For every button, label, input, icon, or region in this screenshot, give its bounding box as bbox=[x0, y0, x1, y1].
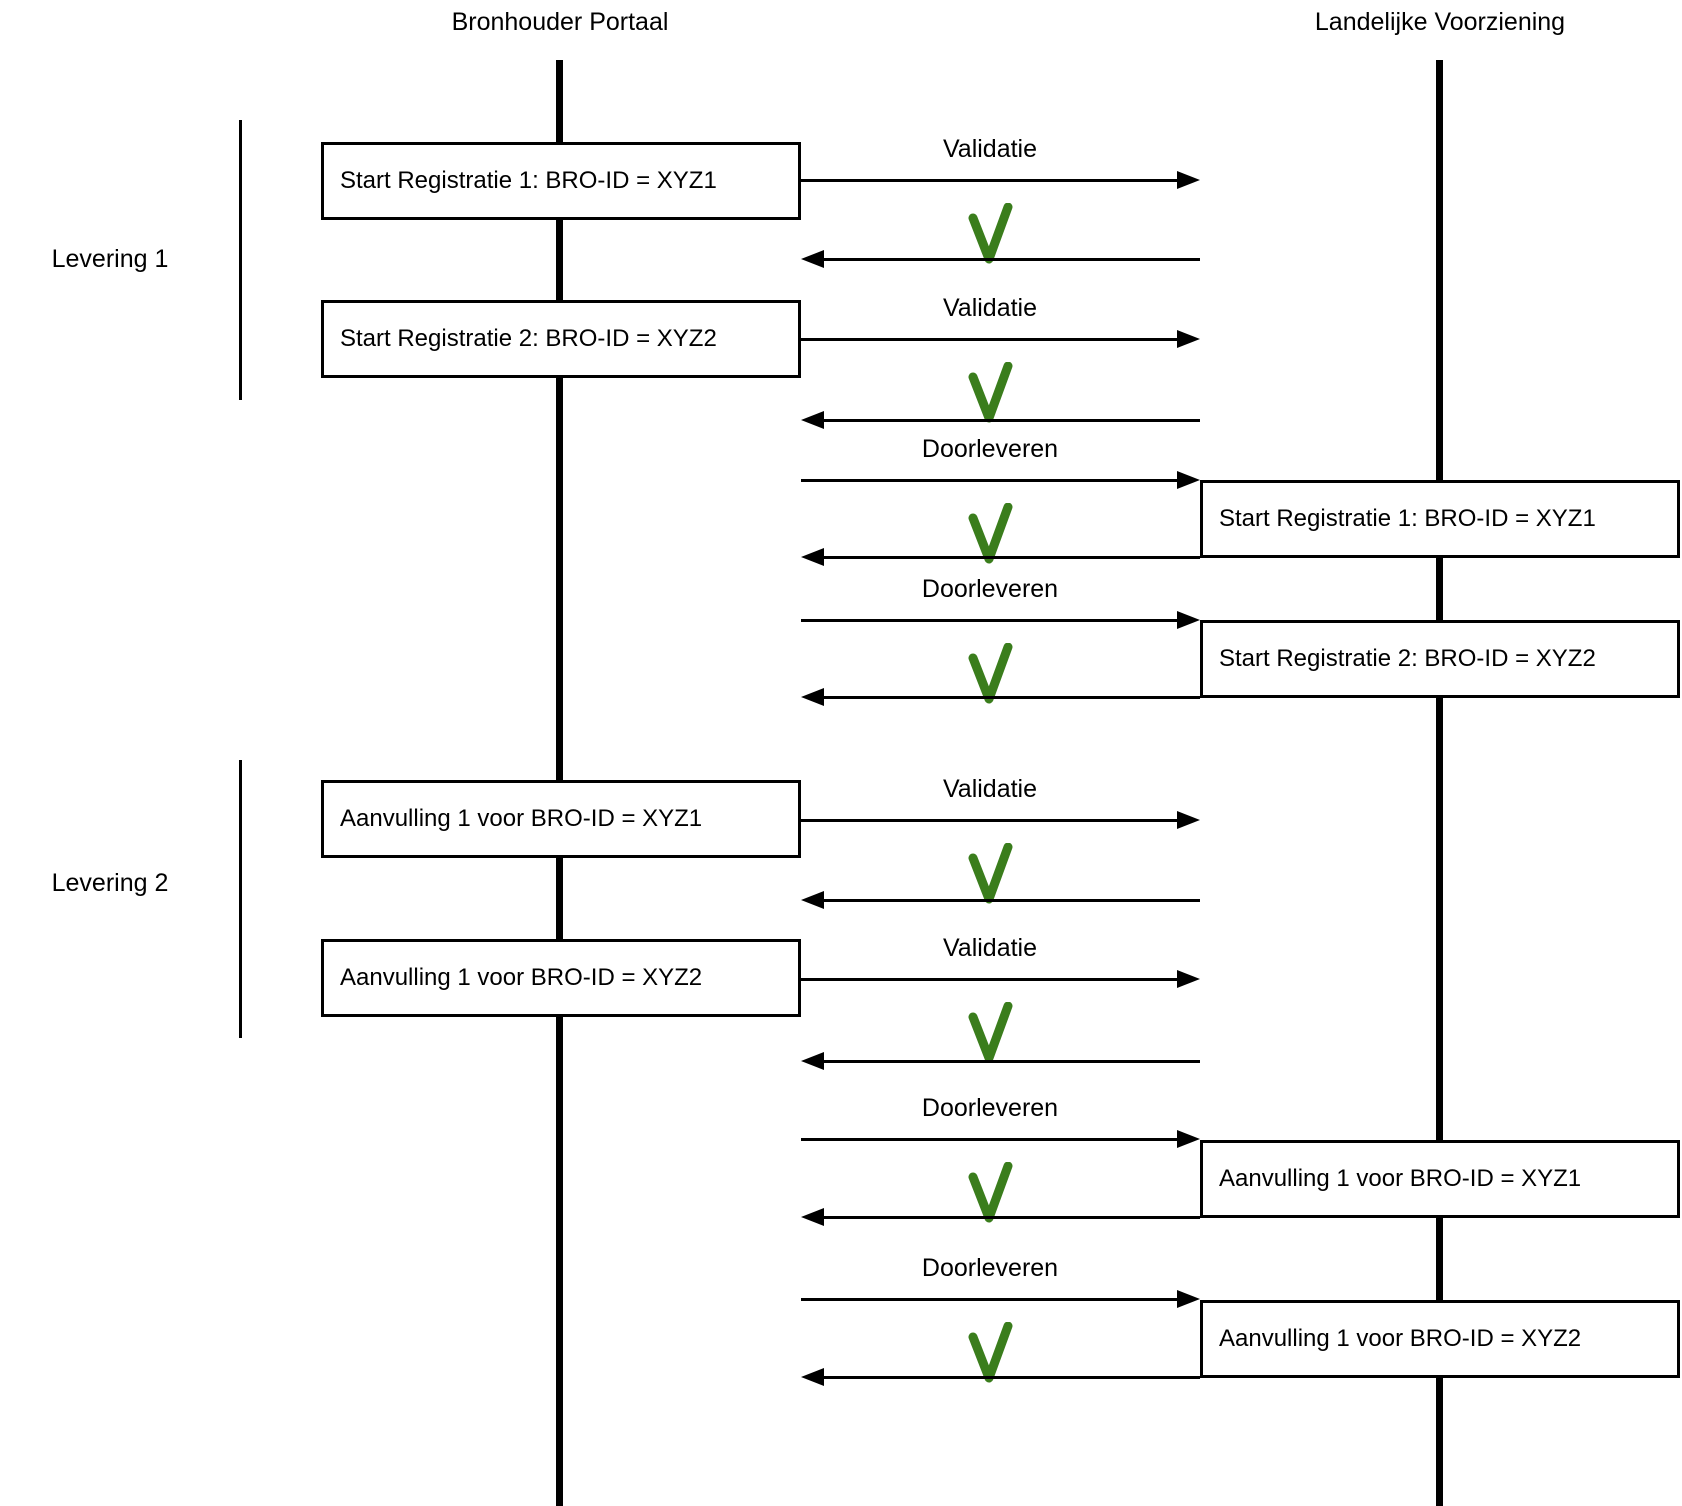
message-label: Doorleveren bbox=[921, 1254, 1059, 1282]
message-label: Validatie bbox=[942, 934, 1038, 962]
message-label: Validatie bbox=[942, 294, 1038, 322]
portal-message-box: Start Registratie 2: BRO-ID = XYZ2 bbox=[321, 300, 801, 378]
request-arrow bbox=[801, 811, 1200, 829]
check-icon bbox=[968, 503, 1013, 564]
lifeline-landelijke-voorziening bbox=[1436, 60, 1443, 1506]
lv-message-box: Aanvulling 1 voor BRO-ID = XYZ2 bbox=[1200, 1300, 1680, 1378]
levering-1-label: Levering 1 bbox=[51, 245, 169, 273]
request-arrow bbox=[801, 1130, 1200, 1148]
response-arrow bbox=[801, 1052, 1200, 1070]
request-arrow bbox=[801, 611, 1200, 629]
portal-message-box: Start Registratie 1: BRO-ID = XYZ1 bbox=[321, 142, 801, 220]
check-icon bbox=[968, 1002, 1013, 1063]
check-icon bbox=[968, 203, 1013, 264]
message-label: Validatie bbox=[942, 135, 1038, 163]
message-label: Doorleveren bbox=[921, 1094, 1059, 1122]
request-arrow bbox=[801, 171, 1200, 189]
check-icon bbox=[968, 843, 1013, 904]
response-arrow bbox=[801, 688, 1200, 706]
response-arrow bbox=[801, 891, 1200, 909]
response-arrow bbox=[801, 250, 1200, 268]
response-arrow bbox=[801, 411, 1200, 429]
message-label: Doorleveren bbox=[921, 435, 1059, 463]
lv-message-box: Start Registratie 1: BRO-ID = XYZ1 bbox=[1200, 480, 1680, 558]
levering-2-label: Levering 2 bbox=[51, 869, 169, 897]
request-arrow bbox=[801, 970, 1200, 988]
response-arrow bbox=[801, 1368, 1200, 1386]
levering-1-bracket bbox=[239, 120, 242, 400]
request-arrow bbox=[801, 471, 1200, 489]
check-icon bbox=[968, 643, 1013, 704]
message-label: Validatie bbox=[942, 775, 1038, 803]
actor-title-landelijke-voorziening: Landelijke Voorziening bbox=[1314, 8, 1566, 36]
message-label: Doorleveren bbox=[921, 575, 1059, 603]
request-arrow bbox=[801, 330, 1200, 348]
portal-message-box: Aanvulling 1 voor BRO-ID = XYZ1 bbox=[321, 780, 801, 858]
lv-message-box: Aanvulling 1 voor BRO-ID = XYZ1 bbox=[1200, 1140, 1680, 1218]
lv-message-box: Start Registratie 2: BRO-ID = XYZ2 bbox=[1200, 620, 1680, 698]
check-icon bbox=[968, 1162, 1013, 1223]
check-icon bbox=[968, 362, 1013, 423]
levering-2-bracket bbox=[239, 760, 242, 1038]
response-arrow bbox=[801, 1208, 1200, 1226]
actor-title-bronhouder-portaal: Bronhouder Portaal bbox=[451, 8, 669, 36]
check-icon bbox=[968, 1322, 1013, 1383]
response-arrow bbox=[801, 548, 1200, 566]
request-arrow bbox=[801, 1290, 1200, 1308]
portal-message-box: Aanvulling 1 voor BRO-ID = XYZ2 bbox=[321, 939, 801, 1017]
